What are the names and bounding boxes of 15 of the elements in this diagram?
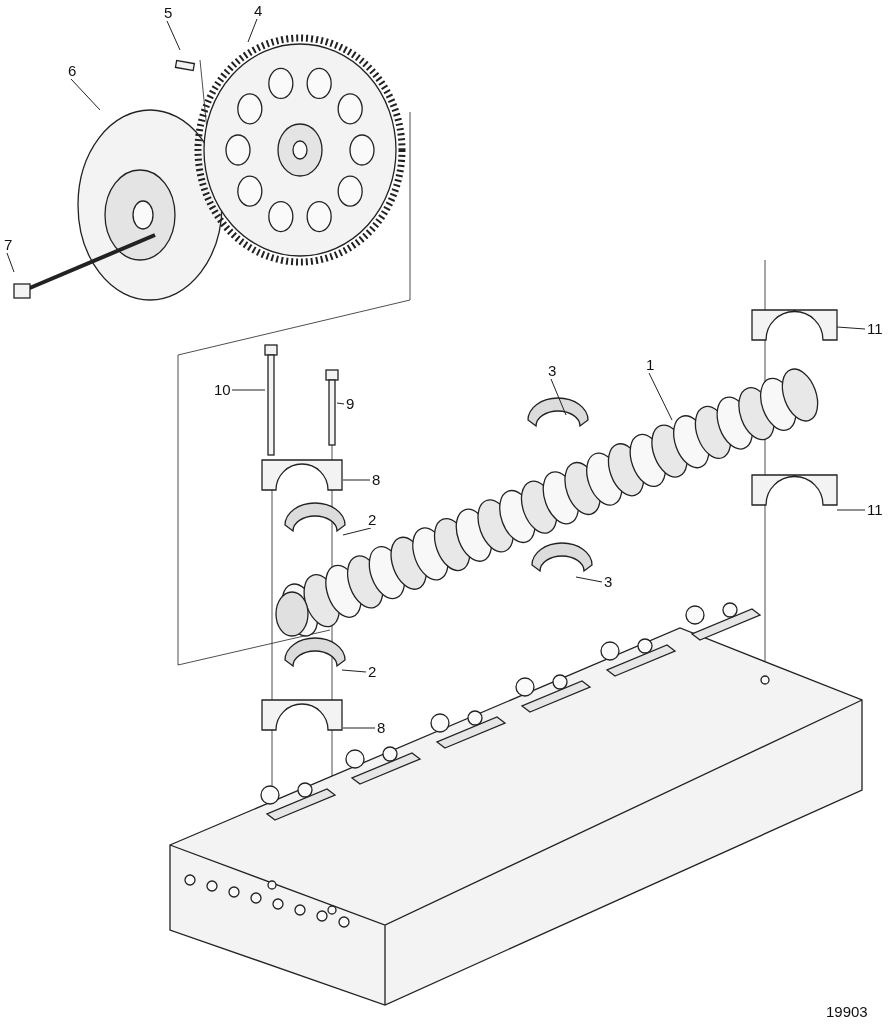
leader-line (231, 389, 266, 391)
leader-line (341, 669, 367, 673)
leader-line (836, 509, 866, 511)
leader-line (342, 727, 376, 729)
leader-line (166, 20, 181, 51)
leader-line (6, 252, 15, 273)
leader-line (836, 326, 866, 330)
leader-line (70, 78, 101, 111)
leader-line (342, 527, 372, 536)
leader-line (247, 18, 258, 43)
leader-line (550, 378, 567, 416)
leader-line (342, 479, 371, 481)
leader-line (648, 372, 673, 421)
leader-line (336, 402, 345, 405)
leader-line (575, 576, 603, 583)
